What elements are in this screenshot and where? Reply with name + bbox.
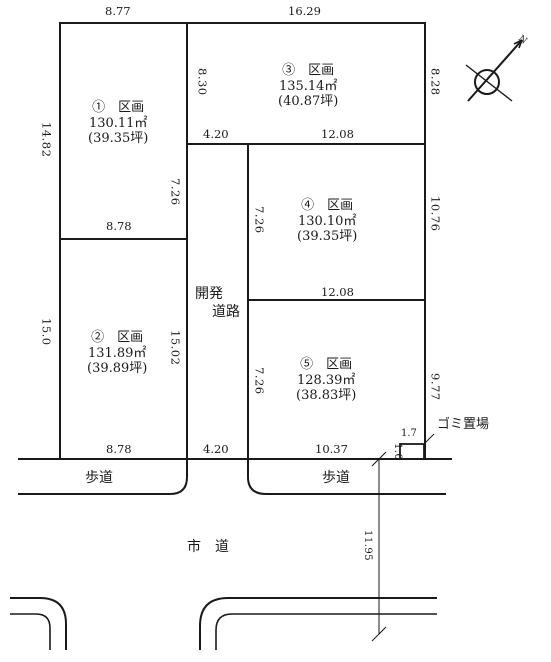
lot-3-label: ③ 区画 135.14㎡ (40.87坪) (278, 63, 338, 110)
garbage-station (399, 443, 425, 460)
dim-lot4-left: 7.26 (252, 206, 267, 234)
lot-5-label: ⑤ 区画 128.39㎡ (38.83坪) (296, 357, 356, 404)
dim-lot5-left: 7.26 (252, 367, 267, 395)
lot-3-tsubo: (40.87坪) (278, 94, 339, 110)
north-compass-icon (465, 39, 523, 102)
lot-2-area: 131.89㎡ (87, 345, 147, 361)
dim-road-top: 4.20 (203, 127, 229, 141)
dev-road-label-1: 開発 (195, 286, 223, 302)
dim-lot3-bottom: 12.08 (321, 127, 354, 141)
lot-1-area: 130.11㎡ (88, 115, 148, 131)
curb-lower-left-outer (10, 597, 67, 650)
curb-lower-right-inner (215, 613, 437, 650)
dim-city-road-width: 11.95 (362, 530, 373, 562)
dim-lot3-right: 8.28 (428, 68, 443, 96)
dim-top-right: 16.29 (288, 4, 321, 18)
dim-road-bottom: 4.20 (203, 442, 229, 456)
lot-5-name: ⑤ 区画 (300, 357, 353, 372)
city-road-width-tick-top (371, 451, 387, 467)
garbage-station-label: ゴミ置場 (437, 417, 490, 432)
lot-1-label: ① 区画 130.11㎡ (39.35坪) (88, 100, 148, 147)
dim-lot2-bottom: 8.78 (106, 442, 132, 456)
dim-lot5-bottom: 10.37 (315, 442, 348, 456)
curb-lower-left-inner (10, 613, 51, 650)
dim-garbage-width: 1.7 (401, 428, 417, 439)
dim-left-upper: 14.82 (39, 122, 54, 158)
dim-lot2-right: 15.02 (168, 330, 183, 366)
lot-5-area: 128.39㎡ (296, 372, 356, 388)
curb-lower-right-outer (199, 597, 437, 650)
lot-1-name: ① 区画 (92, 100, 145, 115)
lot-4-area: 130.10㎡ (297, 213, 357, 229)
dev-road-label-2: 道路 (212, 304, 240, 320)
lot-2-label: ② 区画 131.89㎡ (39.89坪) (87, 330, 147, 377)
dim-lot1-bottom: 8.78 (106, 219, 132, 233)
lot-2-tsubo: (39.89坪) (87, 361, 148, 377)
lot-1-tsubo: (39.35坪) (88, 131, 149, 147)
sidewalk-left-label: 歩道 (85, 470, 113, 486)
dim-lot5-right: 9.77 (428, 373, 443, 401)
dim-lot4-bottom: 12.08 (321, 285, 354, 299)
lot-5-tsubo: (38.83坪) (296, 388, 357, 404)
garbage-leader (423, 433, 435, 445)
dim-lot1-right: 7.26 (168, 178, 183, 206)
dim-lot4-right: 10.76 (428, 196, 443, 232)
lot-3-area: 135.14㎡ (278, 78, 338, 94)
sidewalk-right-edge (247, 459, 446, 495)
lot-4-tsubo: (39.35坪) (297, 229, 358, 245)
lot-3-name: ③ 区画 (282, 63, 335, 78)
lot-4-name: ④ 区画 (301, 198, 354, 213)
sidewalk-left-edge (18, 459, 188, 495)
city-road-label: 市 道 (187, 539, 229, 555)
dim-garbage-height: 1.0 (392, 443, 403, 461)
sidewalk-right-label: 歩道 (322, 470, 350, 486)
lot-2-name: ② 区画 (91, 330, 144, 345)
lot-4-label: ④ 区画 130.10㎡ (39.35坪) (297, 198, 357, 245)
dim-top-left: 8.77 (105, 4, 131, 18)
dim-lot3-left: 8.30 (195, 68, 210, 96)
city-road-width-tick-bottom (371, 626, 387, 642)
dim-left-lower: 15.0 (39, 318, 54, 346)
